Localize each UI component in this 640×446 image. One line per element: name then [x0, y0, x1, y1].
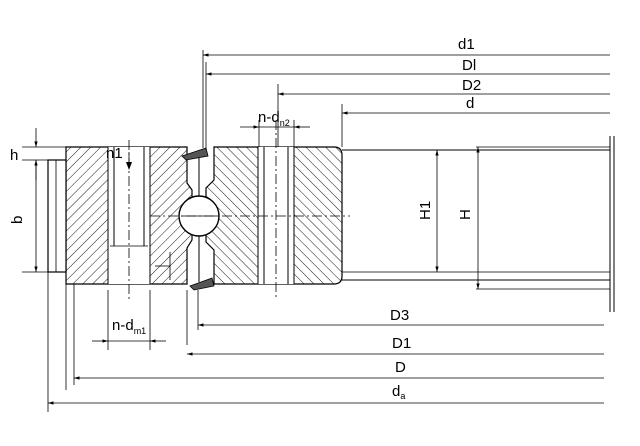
- label-dl: Dl: [462, 57, 476, 74]
- label-h1: H1: [417, 201, 434, 220]
- label-n1: n1: [106, 145, 123, 162]
- label-n-dm1: n-dm1: [112, 317, 146, 336]
- inner-ring: [205, 120, 343, 300]
- outer-ring: [47, 140, 193, 300]
- label-big-d: D: [395, 359, 406, 376]
- label-big-d1: D1: [392, 335, 411, 352]
- label-big-h: H: [457, 209, 474, 220]
- label-d: d: [466, 95, 474, 112]
- shaft-stub: [342, 136, 615, 312]
- label-d3: D3: [390, 307, 409, 324]
- ball-raceway: [150, 147, 350, 291]
- label-b: b: [9, 216, 26, 224]
- extension-lines: [22, 50, 343, 412]
- bottom-seal-icon: [189, 277, 215, 291]
- label-d1: d1: [458, 36, 475, 53]
- bottom-dimensions: [48, 323, 604, 405]
- label-h: h: [10, 147, 18, 164]
- top-dimensions: [126, 53, 610, 170]
- dimension-labels: d1 Dl D2 d n-dn2 n1 h b H1 H D3 n-dm1 D1…: [9, 36, 481, 401]
- top-seal-icon: [181, 147, 209, 161]
- label-n-dn2: n-dn2: [258, 109, 290, 128]
- vertical-dimensions: [34, 128, 480, 289]
- label-da: da: [392, 383, 405, 401]
- label-d2: D2: [462, 77, 481, 94]
